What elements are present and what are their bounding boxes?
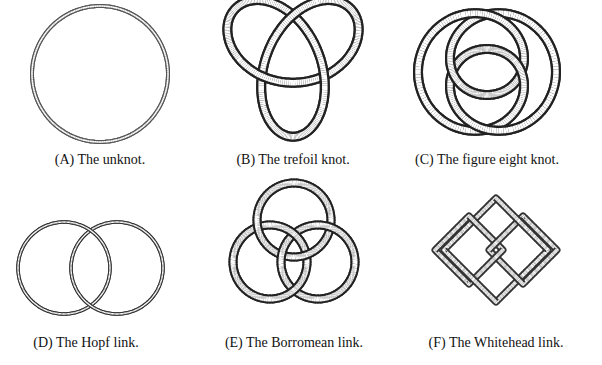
tube-fill bbox=[315, 1, 318, 2]
tube-fill bbox=[238, 58, 240, 61]
tube-fill bbox=[322, 104, 323, 108]
unknot-figure bbox=[32, 6, 168, 142]
trefoil-figure bbox=[227, 0, 358, 137]
figure-eight-figure bbox=[418, 13, 556, 131]
